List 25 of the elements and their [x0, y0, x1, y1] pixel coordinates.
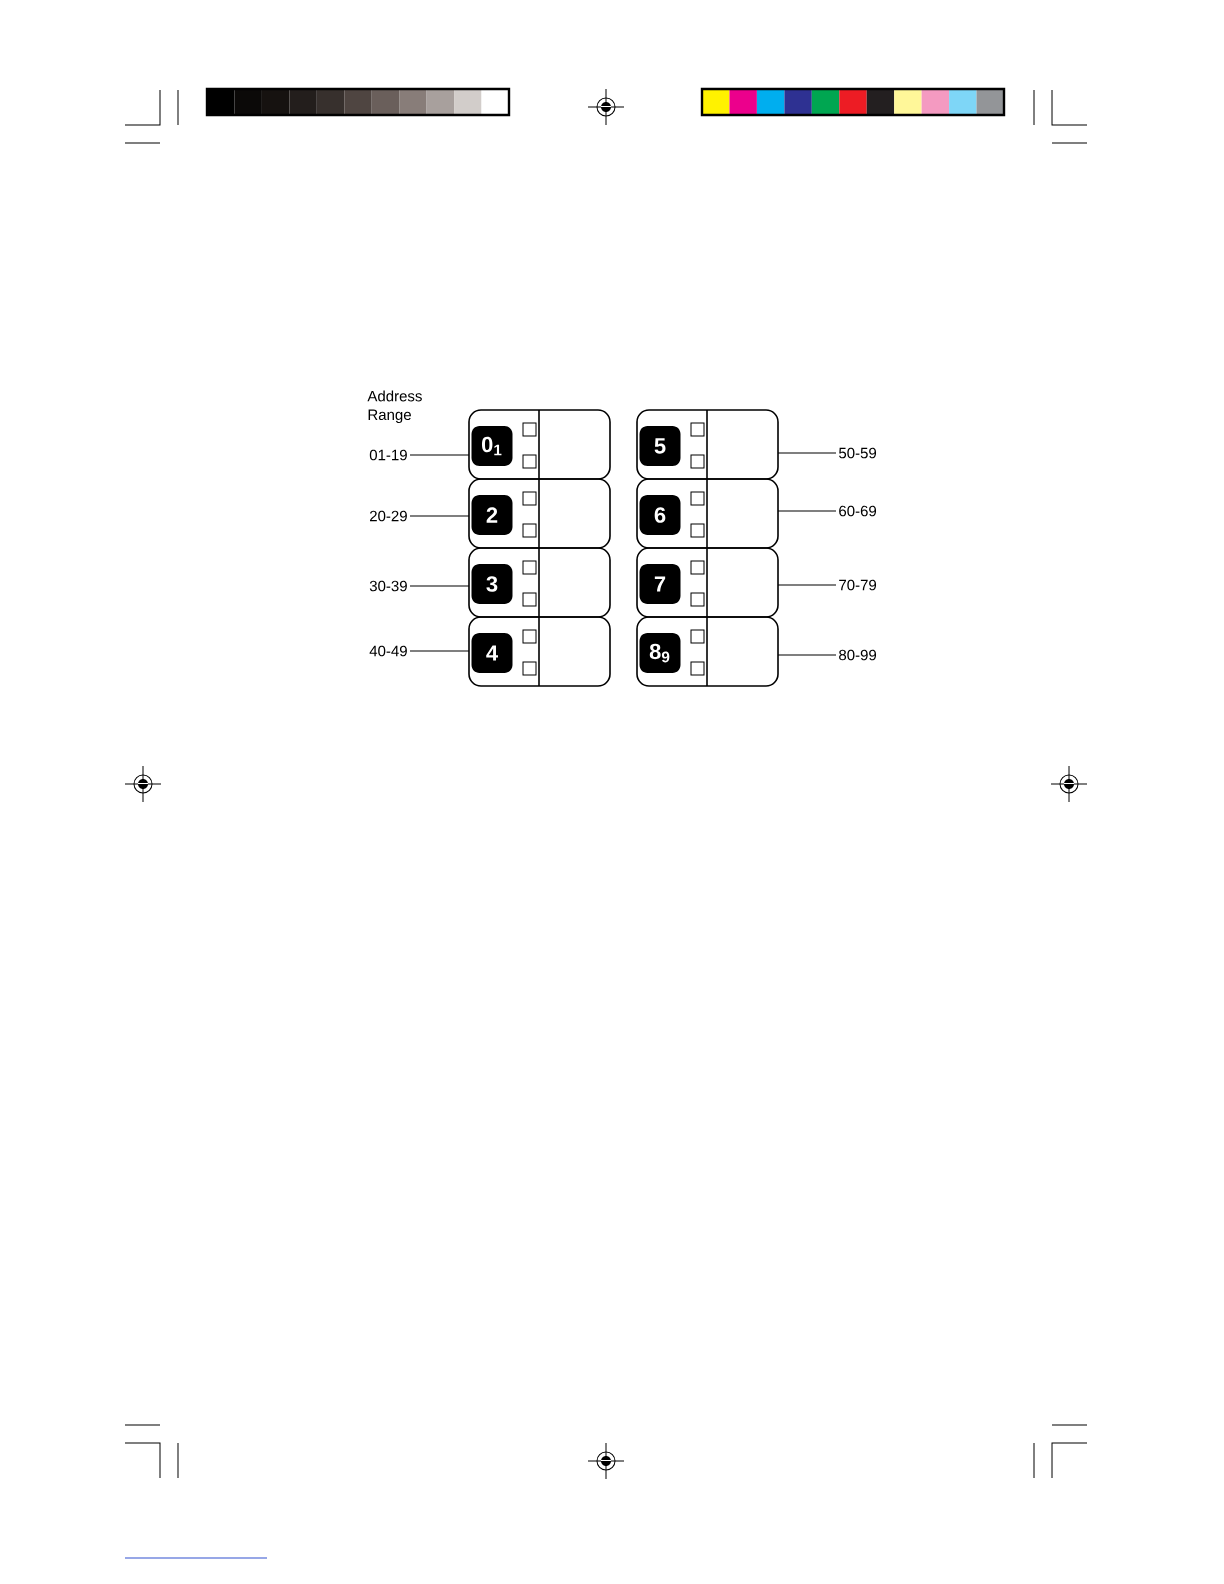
range-label: 50-59 [839, 447, 877, 459]
number-key: 8$_{9}$ [639, 633, 681, 673]
range-label: 20-29 [370, 510, 407, 522]
number-key: 3 [471, 564, 513, 604]
range-label: 30-39 [369, 580, 407, 592]
leader-line [409, 585, 470, 587]
number-key: 4 [471, 633, 513, 673]
number-key: 5 [639, 426, 681, 466]
leader-line [409, 515, 470, 517]
leader-line [777, 654, 837, 656]
leader-line [777, 452, 837, 454]
leader-line [409, 454, 470, 456]
number-key: 7 [639, 564, 681, 604]
number-key: 0$_{1}$ [471, 426, 513, 466]
leader-line [777, 510, 837, 512]
range-label: 60-69 [839, 505, 877, 517]
leader-line [777, 584, 837, 586]
range-label: 80-99 [839, 649, 877, 661]
number-key: 2 [471, 495, 513, 535]
number-key: 6 [639, 495, 681, 535]
range-label: 01-19 [369, 449, 407, 461]
range-label: 40-49 [369, 645, 407, 657]
leader-line [409, 650, 470, 652]
range-label: 70-79 [839, 579, 877, 591]
heading: Address Range [367, 390, 422, 423]
